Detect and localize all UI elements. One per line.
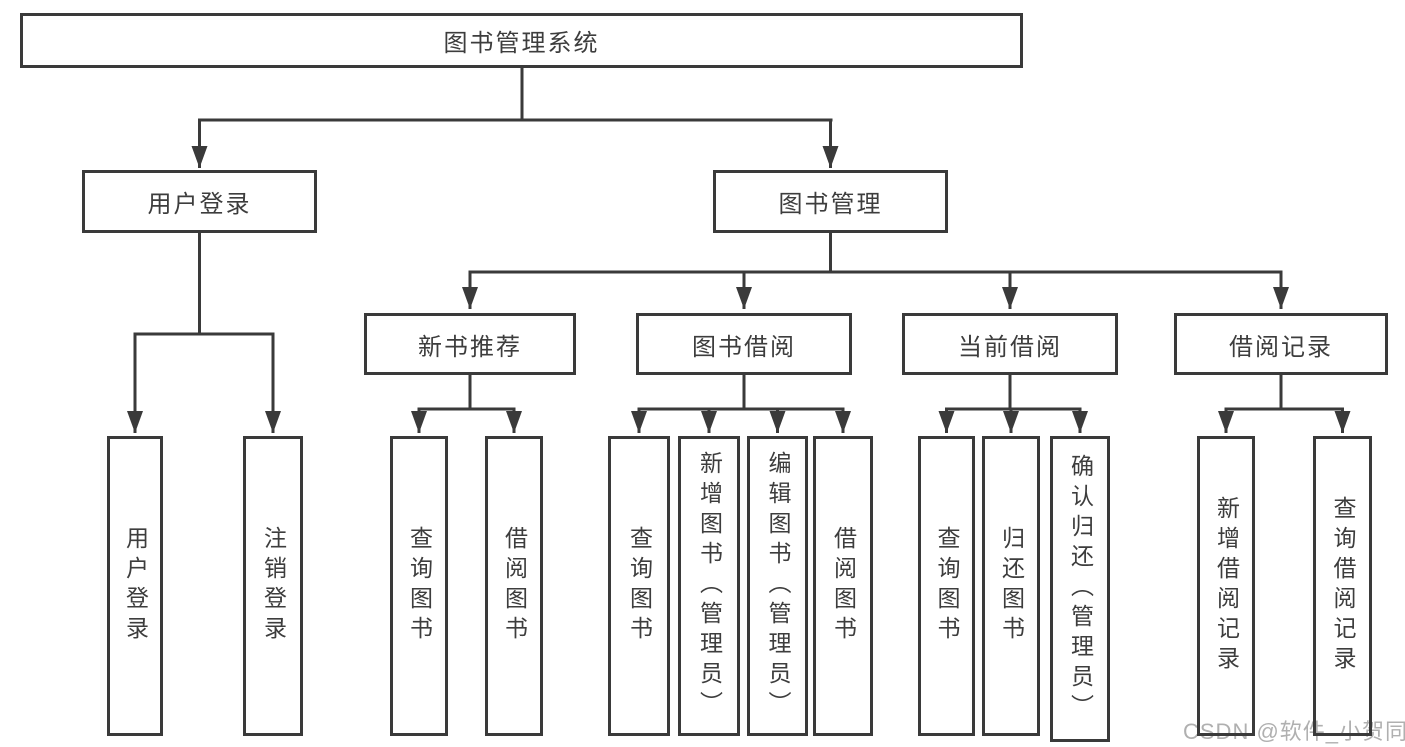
- leaf-user-login: 用户登录: [107, 436, 163, 736]
- leaf-confirm-return-admin: 确认归还（管理员）: [1050, 436, 1110, 742]
- leaf-query-books-recommend: 查询图书: [390, 436, 448, 736]
- csdn-watermark: CSDN @软件_小贺同学: [1183, 719, 1405, 744]
- leaf-borrow-books-label: 借阅图书: [830, 526, 857, 646]
- leaf-user-login-label: 用户登录: [122, 526, 149, 646]
- node-book-management: 图书管理: [713, 170, 948, 233]
- node-book-management-label: 图书管理: [778, 191, 883, 218]
- node-user-login-label: 用户登录: [147, 191, 252, 218]
- leaf-query-books-borrowing-label: 查询图书: [626, 526, 653, 646]
- node-book-borrowing: 图书借阅: [636, 313, 852, 375]
- leaf-borrow-books: 借阅图书: [813, 436, 873, 736]
- leaf-add-borrow-record: 新增借阅记录: [1197, 436, 1255, 736]
- leaf-logout-label: 注销登录: [260, 526, 287, 646]
- leaf-query-books-current: 查询图书: [918, 436, 975, 736]
- node-library-system: 图书管理系统: [20, 13, 1023, 68]
- node-new-book-recommend-label: 新书推荐: [418, 333, 522, 361]
- leaf-add-books-admin: 新增图书（管理员）: [678, 436, 740, 736]
- leaf-query-books-borrowing: 查询图书: [608, 436, 670, 736]
- leaf-query-books-recommend-label: 查询图书: [406, 526, 433, 646]
- node-current-borrowing: 当前借阅: [902, 313, 1118, 375]
- leaf-edit-books-admin: 编辑图书（管理员）: [747, 436, 808, 736]
- leaf-query-borrow-record: 查询借阅记录: [1313, 436, 1372, 736]
- node-new-book-recommend: 新书推荐: [364, 313, 576, 375]
- node-library-system-label: 图书管理系统: [443, 30, 600, 57]
- leaf-return-books: 归还图书: [982, 436, 1040, 736]
- leaf-query-borrow-record-label: 查询借阅记录: [1330, 496, 1356, 676]
- leaf-query-books-current-label: 查询图书: [934, 526, 960, 646]
- leaf-logout: 注销登录: [243, 436, 303, 736]
- leaf-borrow-books-recommend-label: 借阅图书: [501, 526, 528, 646]
- leaf-edit-books-admin-label: 编辑图书（管理员）: [765, 451, 791, 721]
- leaf-borrow-books-recommend: 借阅图书: [485, 436, 543, 736]
- node-book-borrowing-label: 图书借阅: [692, 333, 796, 361]
- node-borrowing-records-label: 借阅记录: [1229, 333, 1333, 361]
- leaf-return-books-label: 归还图书: [998, 526, 1025, 646]
- node-borrowing-records: 借阅记录: [1174, 313, 1388, 375]
- node-current-borrowing-label: 当前借阅: [958, 333, 1062, 361]
- leaf-add-borrow-record-label: 新增借阅记录: [1213, 496, 1240, 676]
- leaf-add-books-admin-label: 新增图书（管理员）: [696, 451, 723, 721]
- leaf-confirm-return-admin-label: 确认归还（管理员）: [1067, 454, 1094, 724]
- node-user-login: 用户登录: [82, 170, 317, 233]
